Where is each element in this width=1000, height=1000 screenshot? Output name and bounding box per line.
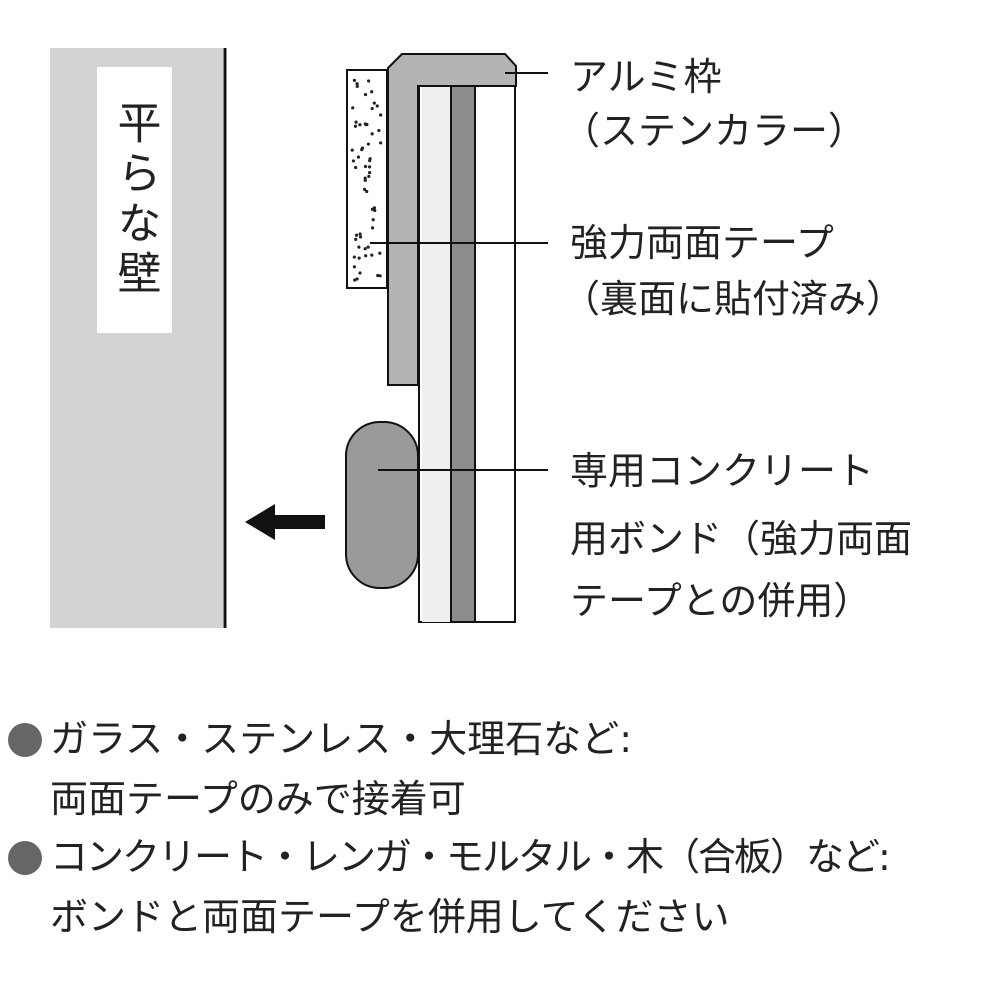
tape-dot: [365, 189, 369, 194]
tape-dot: [352, 255, 356, 259]
double-sided-tape: [346, 69, 388, 289]
tape-dots: [350, 78, 383, 282]
tape-dot: [353, 278, 357, 282]
callout-bond-line2: 用ボンド（強力両面: [570, 517, 913, 561]
tape-dot: [351, 106, 355, 110]
wall-label: 平らな壁: [109, 100, 161, 300]
tape-dot: [355, 233, 359, 237]
tape-dot: [377, 128, 381, 133]
tape-dot: [350, 148, 354, 152]
tape-dot: [370, 106, 374, 111]
tape-dot: [363, 176, 367, 180]
tape-dot: [355, 277, 359, 281]
tape-dot: [366, 245, 370, 249]
bullet-icon: [8, 841, 42, 875]
callout-frame-title: アルミ枠: [570, 55, 722, 99]
tape-dot: [367, 165, 372, 169]
glass-panel: [418, 83, 516, 623]
tape-dot: [379, 141, 383, 145]
concrete-bond: [345, 421, 419, 589]
tape-dot: [358, 235, 363, 239]
tape-dot: [367, 174, 371, 178]
callout-bond-line1: 専用コンクリート: [570, 449, 875, 493]
callout-frame-sub: （ステンカラー）: [562, 109, 867, 153]
note-2-line2: ボンドと両面テープを併用してください: [50, 895, 730, 939]
callout-tape-title: 強力両面テープ: [570, 221, 834, 265]
tape-dot: [355, 84, 359, 88]
tape-dot: [370, 226, 375, 230]
tape-dot: [357, 256, 361, 260]
wall-label-box: 平らな壁: [97, 67, 172, 333]
tape-dot: [353, 124, 358, 128]
tape-dot: [370, 253, 374, 257]
tape-dot: [354, 237, 358, 242]
note-2-line1: コンクリート・レンガ・モルタル・木（合板）など:: [50, 835, 891, 879]
tape-dot: [360, 148, 364, 152]
tape-dot: [363, 164, 368, 169]
tape-dot: [370, 132, 374, 136]
tape-dot: [366, 142, 371, 146]
arrow-left-icon: [245, 504, 325, 540]
tape-dot: [354, 120, 358, 124]
note-1-line1: ガラス・ステンレス・大理石など:: [50, 717, 633, 761]
tape-dot: [364, 254, 368, 258]
tape-dot: [358, 123, 362, 127]
tape-dot: [371, 218, 375, 222]
tape-dot: [364, 123, 368, 127]
tape-dot: [378, 251, 382, 255]
aluminum-frame: [387, 53, 517, 386]
tape-dot: [379, 113, 383, 117]
tape-dot: [352, 265, 356, 269]
tape-dot: [356, 155, 361, 159]
tape-dot: [355, 82, 359, 86]
tape-dot: [370, 90, 374, 94]
tape-dot: [354, 165, 358, 170]
note-1-line2: 両面テープのみで接着可: [50, 777, 466, 821]
tape-dot: [363, 92, 368, 97]
tape-dot: [357, 245, 361, 249]
tape-dot: [368, 171, 372, 175]
tape-dot: [362, 187, 367, 191]
tape-dot: [378, 274, 382, 278]
tape-dot: [375, 104, 379, 108]
tape-dot: [376, 273, 380, 278]
tape-dot: [352, 78, 357, 82]
callout-bond-line3: テープとの併用）: [570, 579, 872, 623]
tape-dot: [368, 157, 372, 161]
tape-dot: [358, 232, 362, 236]
tape-dot: [363, 247, 367, 251]
bullet-icon: [8, 723, 42, 757]
tape-dot: [372, 206, 377, 210]
tape-dot: [367, 79, 371, 83]
tape-dot: [372, 101, 376, 105]
callout-tape-sub: （裏面に貼付済み）: [562, 277, 905, 321]
tape-dot: [358, 271, 362, 275]
tape-dot: [351, 159, 356, 163]
